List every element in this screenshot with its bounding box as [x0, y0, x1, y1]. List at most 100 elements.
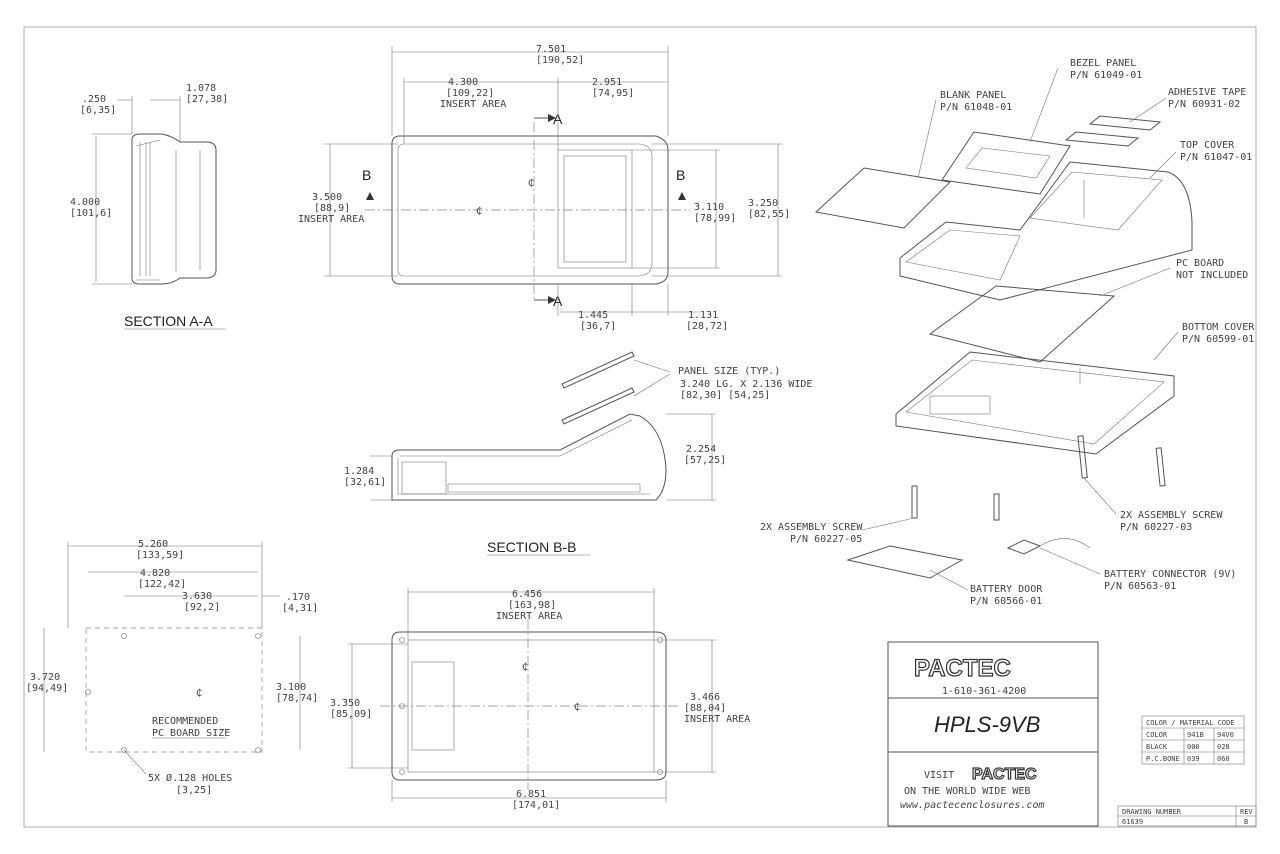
dim-170-mm: [4,31]: [282, 603, 318, 614]
battery-door-pn: P/N 60566-01: [970, 596, 1042, 607]
dim-4820: 4.820: [140, 568, 170, 579]
dim-3110: 3.110: [694, 202, 724, 213]
marker-b-left: B: [362, 167, 371, 183]
panel-lower: [561, 387, 635, 425]
screw-short-2: [993, 493, 1000, 521]
battery-connector-shape: [1006, 539, 1042, 555]
logo-small: PACTEC: [972, 766, 1037, 783]
dim-3466-mm: [88,04]: [684, 703, 726, 714]
dim-3466: 3.466: [690, 692, 720, 703]
dim-3100-mm: [78,74]: [276, 693, 318, 704]
mat-r0-c0: COLOR: [1146, 731, 1168, 739]
adhesive-tape-shape: [1088, 115, 1162, 131]
top-cover-shape: [899, 161, 1193, 301]
centerline-top: ₵: [476, 206, 482, 217]
dim-6456-mm: [163,98]: [508, 600, 556, 611]
insert-area-left: INSERT AREA: [298, 214, 364, 225]
mat-r1-c0: BLACK: [1146, 743, 1168, 751]
section-bb-view: 1.284 [32,61] 2.254 [57,25] PANEL SIZE (…: [344, 351, 812, 556]
dim-4000: 4.000: [70, 197, 100, 208]
screw-a-pn: P/N 60227-03: [1120, 522, 1192, 533]
pc-board-label: PC BOARD: [1176, 258, 1224, 269]
mat-r2-c0: P.C.BONE: [1146, 755, 1180, 763]
dim-1284: 1.284: [344, 466, 374, 477]
bottom-cover-pn: P/N 60599-01: [1182, 334, 1254, 345]
centerline-pcb: ₵: [196, 688, 202, 699]
battery-door-shape: [846, 545, 964, 579]
dim-250-mm: [6,35]: [80, 105, 116, 116]
rev-label: REV: [1240, 808, 1253, 816]
top-cover-pn: P/N 61047-01: [1180, 152, 1252, 163]
rev-value: B: [1244, 818, 1248, 826]
dim-3350: 3.350: [330, 698, 360, 709]
panel-upper: [561, 351, 635, 389]
dim-6851: 6.851: [516, 789, 546, 800]
section-aa-title: SECTION A-A: [124, 313, 213, 329]
bottom-cover-shape: [895, 351, 1175, 455]
dim-3110-mm: [78,99]: [694, 213, 736, 224]
holes-mm: [3,25]: [176, 785, 212, 796]
dim-1445-mm: [36,7]: [580, 321, 616, 332]
dim-2254: 2.254: [686, 444, 716, 455]
panel-size-mm: [82,30] [54,25]: [680, 390, 770, 401]
blank-panel-shape: [814, 167, 952, 229]
pc-board-note: NOT INCLUDED: [1176, 270, 1248, 281]
mat-r1-c2: 028: [1217, 743, 1230, 751]
material-table: COLOR / MATERIAL CODE COLOR 941B 94V0 BL…: [1141, 715, 1245, 765]
visit-label: VISIT: [924, 770, 954, 781]
top-view: ₵ ₵ A A B B 7.501 [190,52] 4.300 [109,22…: [298, 44, 790, 332]
panel-size-dims: 3.240 LG. X 2.136 WIDE: [680, 379, 812, 390]
centerline-bottom-b: ₵: [574, 702, 580, 713]
drawing-number-label: DRAWING NUMBER: [1122, 808, 1182, 816]
insert-area-top: INSERT AREA: [440, 99, 506, 110]
dim-3250-mm: [82,55]: [748, 209, 790, 220]
dim-3720: 3.720: [30, 672, 60, 683]
mat-r0-c2: 94V0: [1217, 731, 1234, 739]
bottom-cover-label: BOTTOM COVER: [1182, 322, 1255, 333]
dim-2254-mm: [57,25]: [684, 455, 726, 466]
dim-4820-mm: [122,42]: [138, 579, 186, 590]
arrow-b-right: [678, 192, 686, 200]
dim-750: 7.501: [536, 44, 566, 55]
battery-door-label: BATTERY DOOR: [970, 584, 1043, 595]
dim-3100: 3.100: [276, 682, 306, 693]
recommended-label: RECOMMENDED: [152, 716, 218, 727]
dim-4000-mm: [101,6]: [70, 208, 112, 219]
screw-long-1: [1077, 435, 1088, 479]
bottom-view: ₵ ₵ 6.456 [163,98] INSERT AREA 3.350 [85…: [330, 588, 750, 811]
dim-5260-mm: [133,59]: [136, 550, 184, 561]
marker-b-right: B: [676, 167, 685, 183]
mat-r0-c1: 941B: [1187, 731, 1204, 739]
top-cover-label: TOP COVER: [1180, 140, 1235, 151]
dim-750-mm: [190,52]: [536, 55, 584, 66]
section-bb-title: SECTION B-B: [487, 539, 576, 555]
exploded-view: BEZEL PANEL P/N 61049-01 BLANK PANEL P/N…: [760, 58, 1255, 607]
battery-connector-label: BATTERY CONNECTOR (9V): [1104, 569, 1236, 580]
dim-3500: 3.500: [312, 192, 342, 203]
blank-panel-pn: P/N 61048-01: [940, 102, 1012, 113]
web-line: ON THE WORLD WIDE WEB: [904, 786, 1030, 797]
dim-3350-mm: [85,09]: [330, 709, 372, 720]
mat-r1-c1: 000: [1187, 743, 1200, 751]
bezel-panel-label: BEZEL PANEL: [1070, 58, 1136, 69]
dim-6456: 6.456: [512, 589, 542, 600]
dim-4300-mm: [109,22]: [446, 88, 494, 99]
url: www.pactecenclosures.com: [900, 800, 1045, 811]
adhesive-label: ADHESIVE TAPE: [1168, 87, 1246, 98]
panel-size-label: PANEL SIZE (TYP.): [678, 366, 780, 377]
screw-short-1: [911, 485, 918, 519]
dim-1131: 1.131: [688, 310, 718, 321]
logo: PACTEC: [914, 655, 1011, 682]
dim-3630: 3.630: [182, 591, 212, 602]
mat-r2-c2: 060: [1217, 755, 1230, 763]
screw-b-pn: P/N 60227-05: [790, 534, 862, 545]
screw-b-label: 2X ASSEMBLY SCREW: [760, 522, 863, 533]
bezel-panel-shape: [941, 131, 1071, 195]
screw-a-label: 2X ASSEMBLY SCREW: [1120, 510, 1223, 521]
dim-3720-mm: [94,49]: [26, 683, 68, 694]
bezel-panel-pn: P/N 61049-01: [1070, 70, 1142, 81]
blank-panel-label: BLANK PANEL: [940, 90, 1006, 101]
dim-170: .170: [286, 592, 310, 603]
model-number: HPLS-9VB: [934, 712, 1040, 737]
